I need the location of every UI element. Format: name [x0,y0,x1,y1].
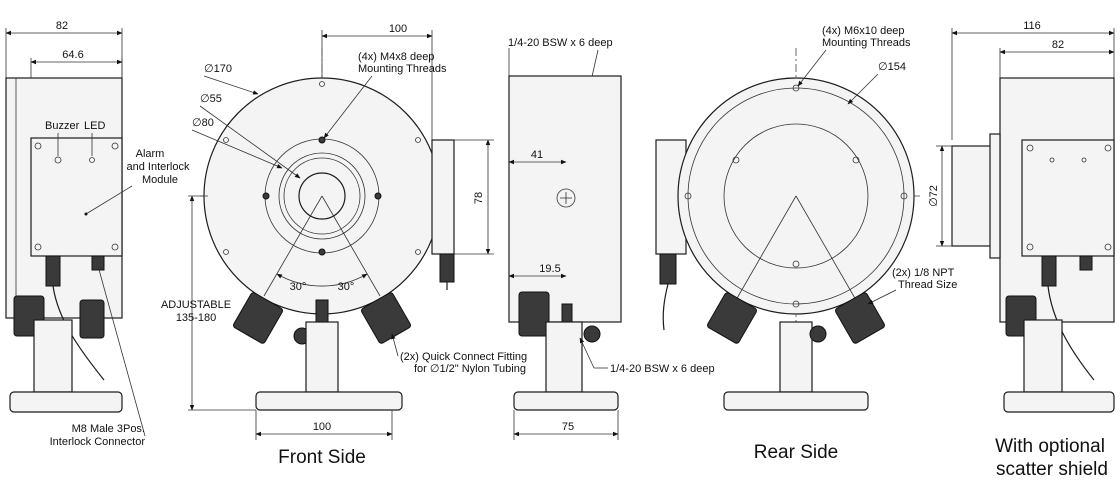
rear-view: (4x) M6x10 deep Mounting Threads ∅154 (2… [655,25,957,463]
dia-55-label: ∅55 [200,93,222,105]
connector-label-1: M8 Male 3Pos. [72,423,145,435]
left-side-view: 82 64.6 62 Buzzer LED Alarm and Interloc… [5,20,190,448]
dim-116-label: 116 [1023,20,1041,32]
quick-connect-fitting-right [361,292,411,344]
adjustable-label-2: 135-180 [176,312,216,324]
angle-left-label: 30° [290,281,307,293]
rear-mounting-thread-icon [792,84,800,92]
bsw-top-label: 1/4-20 BSW x 6 deep [508,37,613,49]
connector-label-2: Interlock Connector [50,436,146,448]
mount-base [9,391,123,413]
dim-75-label: 75 [562,421,574,433]
front-threads-label-2: Mounting Threads [358,63,447,75]
rear-side-caption: Rear Side [754,442,839,463]
shield-caption-2: scatter shield [996,459,1108,480]
shield-module-box [1021,139,1115,257]
shield-mount-base [1003,391,1115,413]
rear-mount-post [779,321,813,393]
side-module [431,139,455,255]
alarm-module-box [30,137,123,257]
scatter-shield-view: 116 82 ∅72 With optional scatter shield [928,20,1115,480]
bsw-hole-icon [556,188,576,208]
side-housing [508,75,622,323]
dim-100-top-label: 100 [389,23,407,35]
rear-npt-fitting-right [835,292,885,344]
fitting-label-1: (2x) Quick Connect Fitting [400,351,527,363]
dia-170-label: ∅170 [204,63,232,75]
module-label-1: Alarm [136,148,165,160]
angle-right-label: 30° [338,281,355,293]
buzzer-icon [54,156,62,164]
front-mount-base [255,391,403,411]
led-icon [89,157,95,163]
npt-label-1: (2x) 1/8 NPT [892,267,955,279]
shield-caption-1: With optional [995,436,1105,457]
front-side-caption: Front Side [278,447,366,468]
shield-dim-82-label: 82 [1052,39,1064,51]
module-label-2: and Interlock [127,161,190,173]
dim-82-label: 82 [56,20,68,32]
led-label: LED [84,120,105,132]
dim-100-bottom-label: 100 [313,421,331,433]
shield-mount-post [1023,319,1063,393]
dim-19-5-label: 19.5 [539,263,560,275]
rear-npt-fitting-left [707,292,757,344]
mount-post [33,319,73,393]
dim-64-6-label: 64.6 [62,49,83,61]
dia-72-label: ∅72 [928,185,940,207]
front-mount-post [305,321,339,393]
scatter-shield [951,145,993,247]
front-view: 100 30° 30° 78 ∅170 ∅ [161,23,527,468]
dia-154-label: ∅154 [878,61,906,73]
cable-gland [45,255,61,287]
side-mount-post [545,321,583,393]
side-fitting [518,291,550,337]
rear-threads-label-1: (4x) M6x10 deep [822,25,905,37]
dim-78-label: 78 [473,192,485,204]
fitting-label-2: for ∅1/2" Nylon Tubing [414,363,526,375]
dia-80-label: ∅80 [192,117,214,129]
quick-connect-fitting-left [233,292,283,344]
m8-connector [91,255,105,271]
module-label-3: Module [142,174,178,186]
rear-mount-base [723,391,869,411]
buzzer-label: Buzzer [45,120,80,132]
middle-side-view: 1/4-20 BSW x 6 deep 41 19.5 1/4-20 BSW x… [508,37,715,440]
front-threads-label-1: (4x) M4x8 deep [358,51,434,63]
dim-41-label: 41 [531,149,543,161]
mounting-thread-icon [318,136,326,144]
bsw-bottom-label: 1/4-20 BSW x 6 deep [610,363,715,375]
npt-label-2: Thread Size [898,279,957,291]
adjustable-label-1: ADJUSTABLE [161,299,231,311]
rear-threads-label-2: Mounting Threads [822,37,911,49]
side-mount-base [513,391,619,411]
